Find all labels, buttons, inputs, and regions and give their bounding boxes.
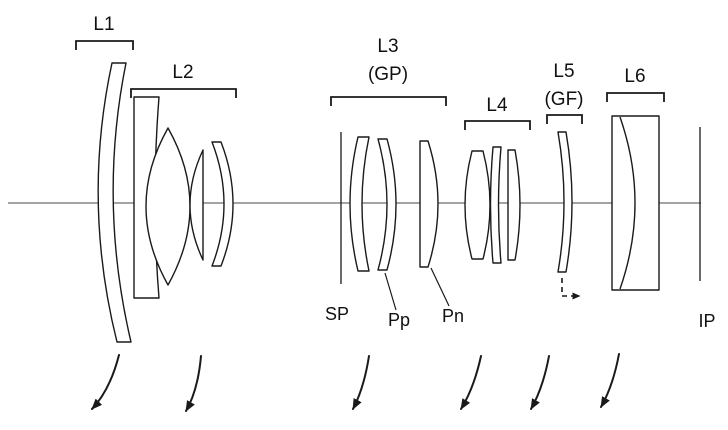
- group-label-l2: L2: [172, 62, 193, 83]
- lens-l6-inner-surface: [619, 116, 636, 290]
- movement-arrow-l5: [530, 355, 550, 410]
- lens-l1-meniscus: [97, 62, 132, 343]
- lens-l3-element-3-pn: [419, 140, 439, 268]
- group-bracket-l3: [330, 96, 447, 106]
- group-label-l6: L6: [624, 66, 645, 87]
- group-label-l1: L1: [93, 14, 114, 35]
- lens-l2-element-2-biconvex: [145, 127, 191, 286]
- lens-l3-element-2-pp: [377, 138, 397, 271]
- group-bracket-l1: [75, 40, 134, 50]
- lens-l2-element-3-cemented: [189, 149, 204, 261]
- lens-l4-element-2: [489, 146, 502, 264]
- movement-arrow-l3: [352, 355, 370, 410]
- movement-arrow-l1: [91, 354, 120, 410]
- ip-label: IP: [698, 311, 715, 331]
- lens-l4-element-1-biconvex: [464, 150, 491, 260]
- group-label-l4: L4: [486, 95, 508, 116]
- group-sublabel-l3-gp: (GP): [368, 64, 408, 85]
- pp-label: Pp: [388, 310, 410, 330]
- group-label-l5: L5: [553, 61, 574, 82]
- movement-arrow-l2: [185, 355, 202, 412]
- pn-leader-line: [430, 267, 450, 307]
- movement-arrow-l6: [600, 353, 620, 408]
- group-sublabel-l5-gf: (GF): [544, 89, 583, 110]
- lens-l4-element-3: [507, 149, 521, 261]
- movement-arrow-l4: [460, 355, 482, 410]
- group-bracket-l4: [464, 120, 531, 130]
- group-label-l3: L3: [377, 36, 398, 57]
- lens-l5-focus-element: [557, 131, 573, 273]
- pp-leader-line: [384, 272, 397, 311]
- pn-label: Pn: [442, 306, 464, 326]
- focus-shift-dashed-arrow: [561, 278, 581, 300]
- group-bracket-l6: [606, 92, 665, 102]
- lens-l2-element-4-meniscus: [211, 141, 234, 267]
- sp-label: SP: [325, 304, 349, 324]
- group-bracket-l5: [546, 114, 583, 124]
- group-bracket-l2: [130, 88, 237, 98]
- lens-l3-element-1: [349, 136, 370, 272]
